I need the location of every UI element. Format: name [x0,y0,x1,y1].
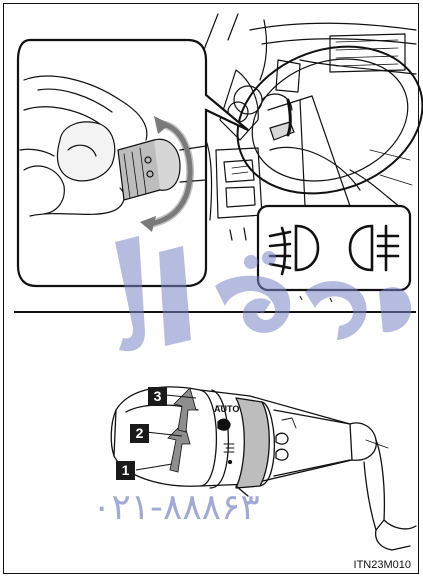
rear-fog-light-icon [348,224,400,272]
step-2-label: 2 [130,424,149,443]
watermark-shape [115,236,412,352]
step-1-label: 1 [116,461,135,480]
figure-code: ITN23M010 [353,559,411,571]
hand-knob-inset [16,38,249,288]
figure-frame [3,3,419,574]
up-arrows [167,387,197,473]
watermark-digits: ۰۲۱-۸۸۸۶۳ [92,487,260,528]
front-fog-light-icon [268,224,320,276]
auto-label: AUTO [214,404,239,414]
step-3-label: 3 [148,387,167,406]
fog-light-inset [256,204,412,292]
